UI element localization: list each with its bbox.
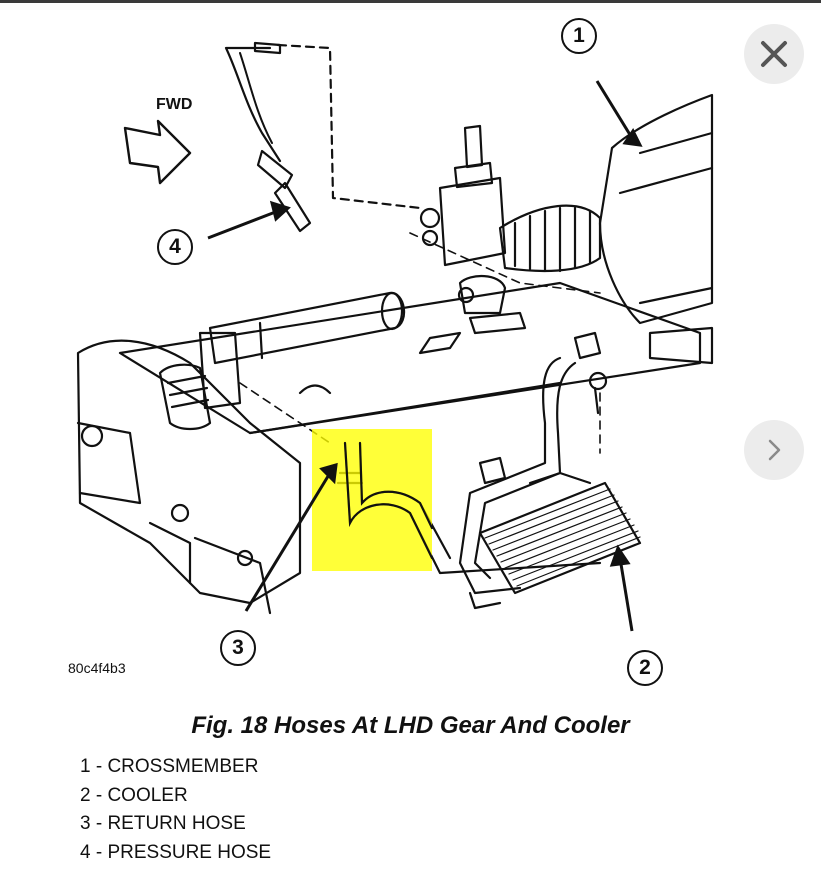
callout-3: 3 [220,630,256,666]
fwd-arrow-icon [123,119,192,185]
callout-4: 4 [157,229,193,265]
cooler-shape [478,481,642,595]
legend-item: 1 - CROSSMEMBER [80,756,259,777]
window-top-border [0,0,821,3]
legend-item: 3 - RETURN HOSE [80,813,246,834]
callout-1: 1 [561,18,597,54]
callout-2: 2 [627,650,663,686]
valve-body [438,176,507,267]
diagram-illustration [76,41,714,632]
crossmember-shape [598,93,714,325]
legend-item: 2 - COOLER [80,784,188,806]
figure-id-code: 80c4f4b3 [68,660,126,676]
legend-list: 1 - CROSSMEMBER 2 - COOLER 3 - RETURN HO… [80,756,271,870]
close-icon [761,41,787,67]
chevron-right-icon [768,439,781,461]
close-button[interactable] [744,24,804,84]
next-image-button[interactable] [744,420,804,480]
frame-shape [76,339,302,605]
figure-title: Fig. 18 Hoses At LHD Gear And Cooler [191,712,630,739]
return-hose-highlight [312,429,432,571]
steering-gear-housing [208,291,406,365]
fwd-label: FWD [156,96,193,113]
pressure-hose-line [224,46,282,163]
legend-item: 4 - PRESSURE HOSE [80,841,272,863]
